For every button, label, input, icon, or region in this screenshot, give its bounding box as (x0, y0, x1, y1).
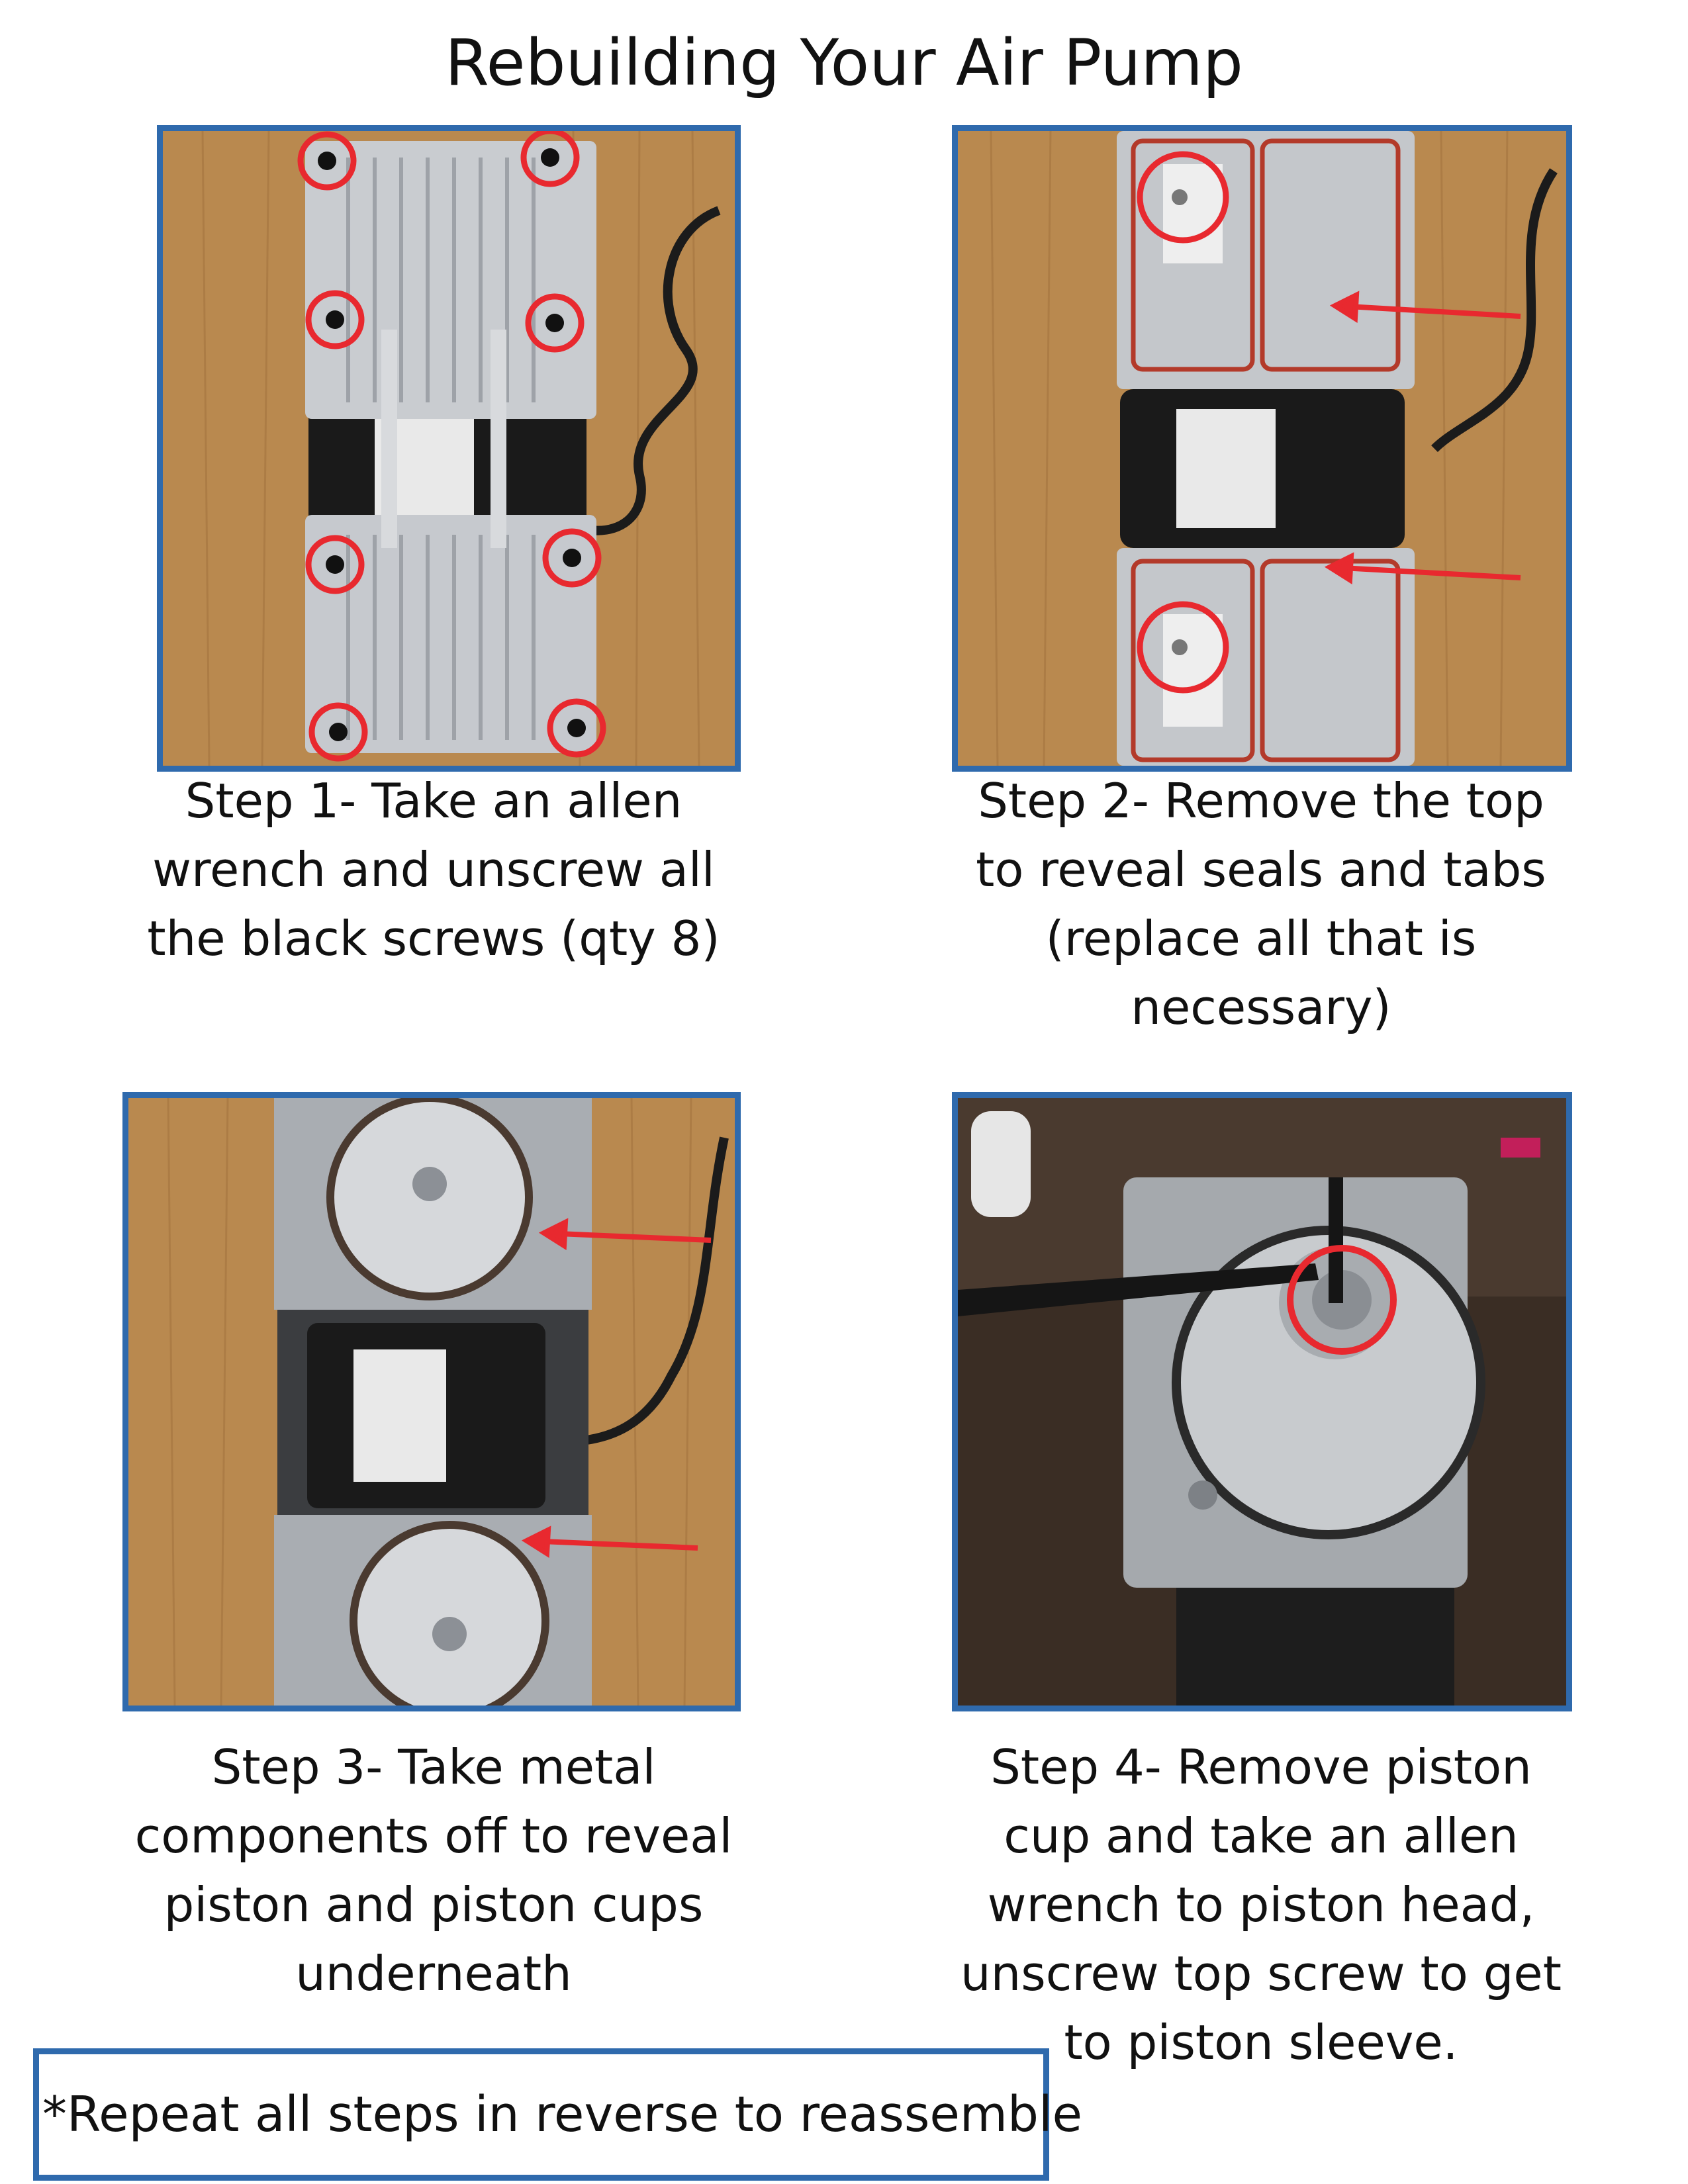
step-3-caption: Step 3- Take metal components off to rev… (103, 1733, 765, 2008)
caption-line: the black screws (qty 8) (147, 911, 720, 966)
caption-line: to reveal seals and tabs (976, 842, 1546, 897)
caption-line: Step 2- Remove the top (978, 773, 1544, 829)
step-4-caption: Step 4- Remove piston cup and take an al… (930, 1733, 1592, 2077)
caption-line: (replace all that is (1045, 911, 1477, 966)
caption-line: piston and piston cups (164, 1877, 704, 1933)
caption-line: underneath (295, 1946, 572, 2001)
caption-line: Step 1- Take an allen (185, 773, 682, 829)
page-title: Rebuilding Your Air Pump (445, 26, 1243, 100)
step-2-caption: Step 2- Remove the top to reveal seals a… (930, 766, 1592, 1042)
step-3-photo (122, 1092, 741, 1711)
caption-line: Step 4- Remove piston (990, 1739, 1532, 1795)
caption-line: Step 3- Take metal (211, 1739, 656, 1795)
caption-line: wrench to piston head, (987, 1877, 1535, 1933)
step-4-photo (952, 1092, 1572, 1711)
caption-line: to piston sleeve. (1064, 2015, 1458, 2070)
caption-line: necessary) (1131, 979, 1391, 1035)
reassemble-note: *Repeat all steps in reverse to reassemb… (33, 2048, 1082, 2181)
caption-line: components off to reveal (134, 1808, 733, 1864)
step-1-caption: Step 1- Take an allen wrench and unscrew… (103, 766, 765, 973)
caption-line: cup and take an allen (1004, 1808, 1519, 1864)
step-1-photo (157, 125, 741, 772)
caption-line: unscrew top screw to get (961, 1946, 1562, 2001)
caption-line: wrench and unscrew all (152, 842, 715, 897)
step-2-photo (952, 125, 1572, 772)
